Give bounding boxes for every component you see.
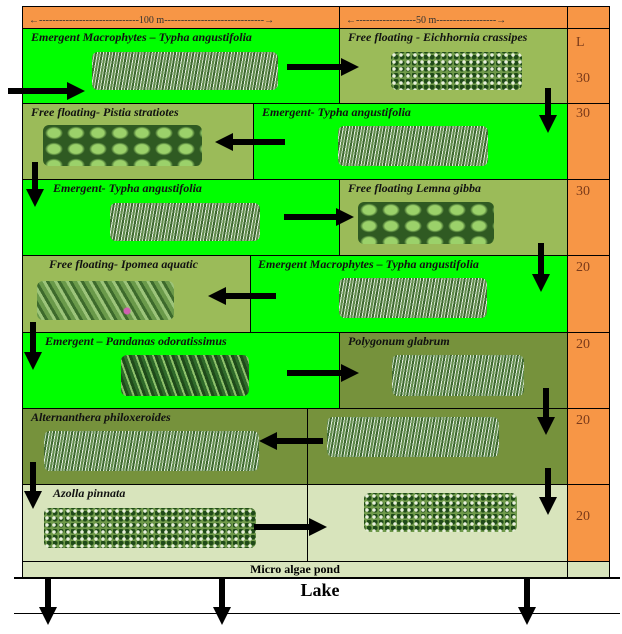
cell-lemna: Free floating Lemna gibba xyxy=(339,179,568,256)
side-value: 20 xyxy=(576,509,590,524)
typha-image xyxy=(92,52,278,90)
pistia-image xyxy=(43,125,202,166)
pond-label: Micro algae pond xyxy=(250,562,340,576)
side-value: 20 xyxy=(576,413,590,428)
alternanthera-image xyxy=(44,431,259,471)
side-value: 20 xyxy=(576,337,590,352)
side-cell: 20 xyxy=(567,484,610,562)
cell-label: Free floating - Eichhornia crassipes xyxy=(348,30,528,44)
azolla-image xyxy=(364,493,517,532)
pandanas-image xyxy=(121,355,249,396)
typha-image xyxy=(339,278,487,318)
cell-pistia: Free floating- Pistia stratiotes xyxy=(22,103,254,180)
side-value: 30 xyxy=(576,184,590,199)
cell-label: Emergent Macrophytes – Typha angustifoli… xyxy=(258,257,479,271)
eichhornia-image xyxy=(391,52,522,90)
lake-top-line xyxy=(14,577,620,579)
cell-label: Emergent – Pandanas odoratissimus xyxy=(45,334,227,348)
width-left-dimension: ←------------------------------100 m----… xyxy=(29,15,275,26)
side-cell: 20 xyxy=(567,255,610,333)
lake-bottom-line xyxy=(14,613,620,614)
cell-typha-2: Emergent- Typha angustifolia xyxy=(253,103,568,180)
lake-label: Lake xyxy=(300,580,340,600)
cell-label: Free floating- Pistia stratiotes xyxy=(31,105,179,119)
cell-typha-4: Emergent Macrophytes – Typha angustifoli… xyxy=(250,255,568,333)
typha-image xyxy=(110,203,260,241)
cell-label: Polygonum glabrum xyxy=(348,334,450,348)
cell-eichhornia: Free floating - Eichhornia crassipes xyxy=(339,28,568,104)
cell-ipomea: Free floating- Ipomea aquatic xyxy=(22,255,251,333)
cell-alternanthera: Alternanthera philoxeroides xyxy=(22,408,308,485)
cell-label: Azolla pinnata xyxy=(53,486,126,500)
cell-alternanthera-right xyxy=(307,408,568,485)
cell-label: Emergent Macrophytes – Typha angustifoli… xyxy=(31,30,252,44)
cell-label: Emergent- Typha angustifolia xyxy=(53,181,202,195)
lemna-image xyxy=(358,202,494,244)
cell-azolla-right xyxy=(307,484,568,562)
side-value: 30 xyxy=(576,106,590,121)
width-right-dimension: ←------------------50 m-----------------… xyxy=(346,15,507,26)
side-value: 30 xyxy=(576,71,590,86)
alternanthera-image xyxy=(327,417,499,457)
side-cell: 20 xyxy=(567,408,610,485)
azolla-image xyxy=(44,508,256,548)
side-cell: 30 xyxy=(567,103,610,180)
side-cell: 20 xyxy=(567,332,610,409)
cell-label: Free floating Lemna gibba xyxy=(348,181,481,195)
cell-label: Free floating- Ipomea aquatic xyxy=(49,257,198,271)
typha-image xyxy=(338,126,488,166)
side-label: L xyxy=(576,35,585,50)
side-cell: 30 xyxy=(567,179,610,256)
polygonum-image xyxy=(392,355,524,396)
side-value: 20 xyxy=(576,260,590,275)
cell-label: Alternanthera philoxeroides xyxy=(31,410,171,424)
cell-label: Emergent- Typha angustifolia xyxy=(262,105,411,119)
ipomea-image xyxy=(37,281,174,320)
